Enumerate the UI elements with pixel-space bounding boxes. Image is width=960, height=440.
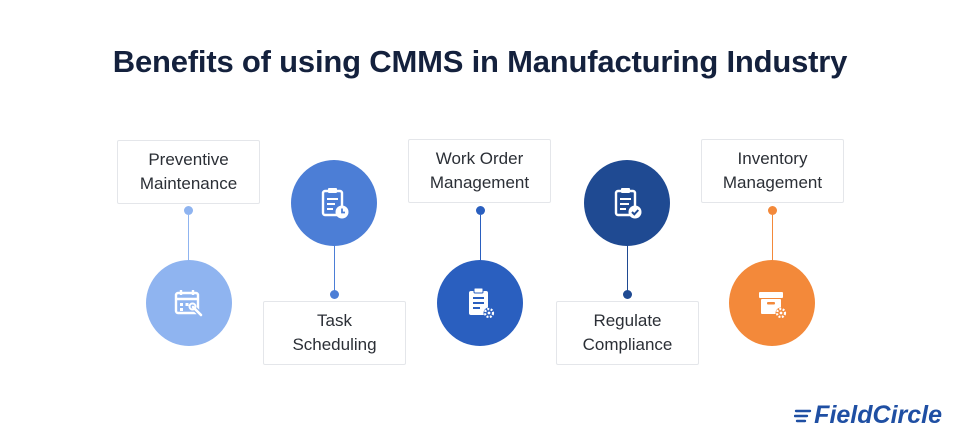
clipboard-gear-icon (437, 260, 523, 346)
connector-dot (768, 206, 777, 215)
page-title: Benefits of using CMMS in Manufacturing … (112, 44, 848, 79)
connector-line (480, 215, 481, 263)
clipboard-clock-icon (291, 160, 377, 246)
connector-line (627, 245, 628, 294)
box-gear-icon (729, 260, 815, 346)
logo-swoosh-icon (794, 409, 812, 422)
logo-text: FieldCircle (814, 401, 942, 429)
connector-dot (623, 290, 632, 299)
clipboard-check-icon (584, 160, 670, 246)
connector-dot (184, 206, 193, 215)
connector-line (188, 215, 189, 263)
connector-dot (476, 206, 485, 215)
fieldcircle-logo: FieldCircle (794, 401, 942, 430)
connector-line (334, 245, 335, 294)
connector-line (772, 215, 773, 263)
connector-dot (330, 290, 339, 299)
calendar-wrench-icon (146, 260, 232, 346)
